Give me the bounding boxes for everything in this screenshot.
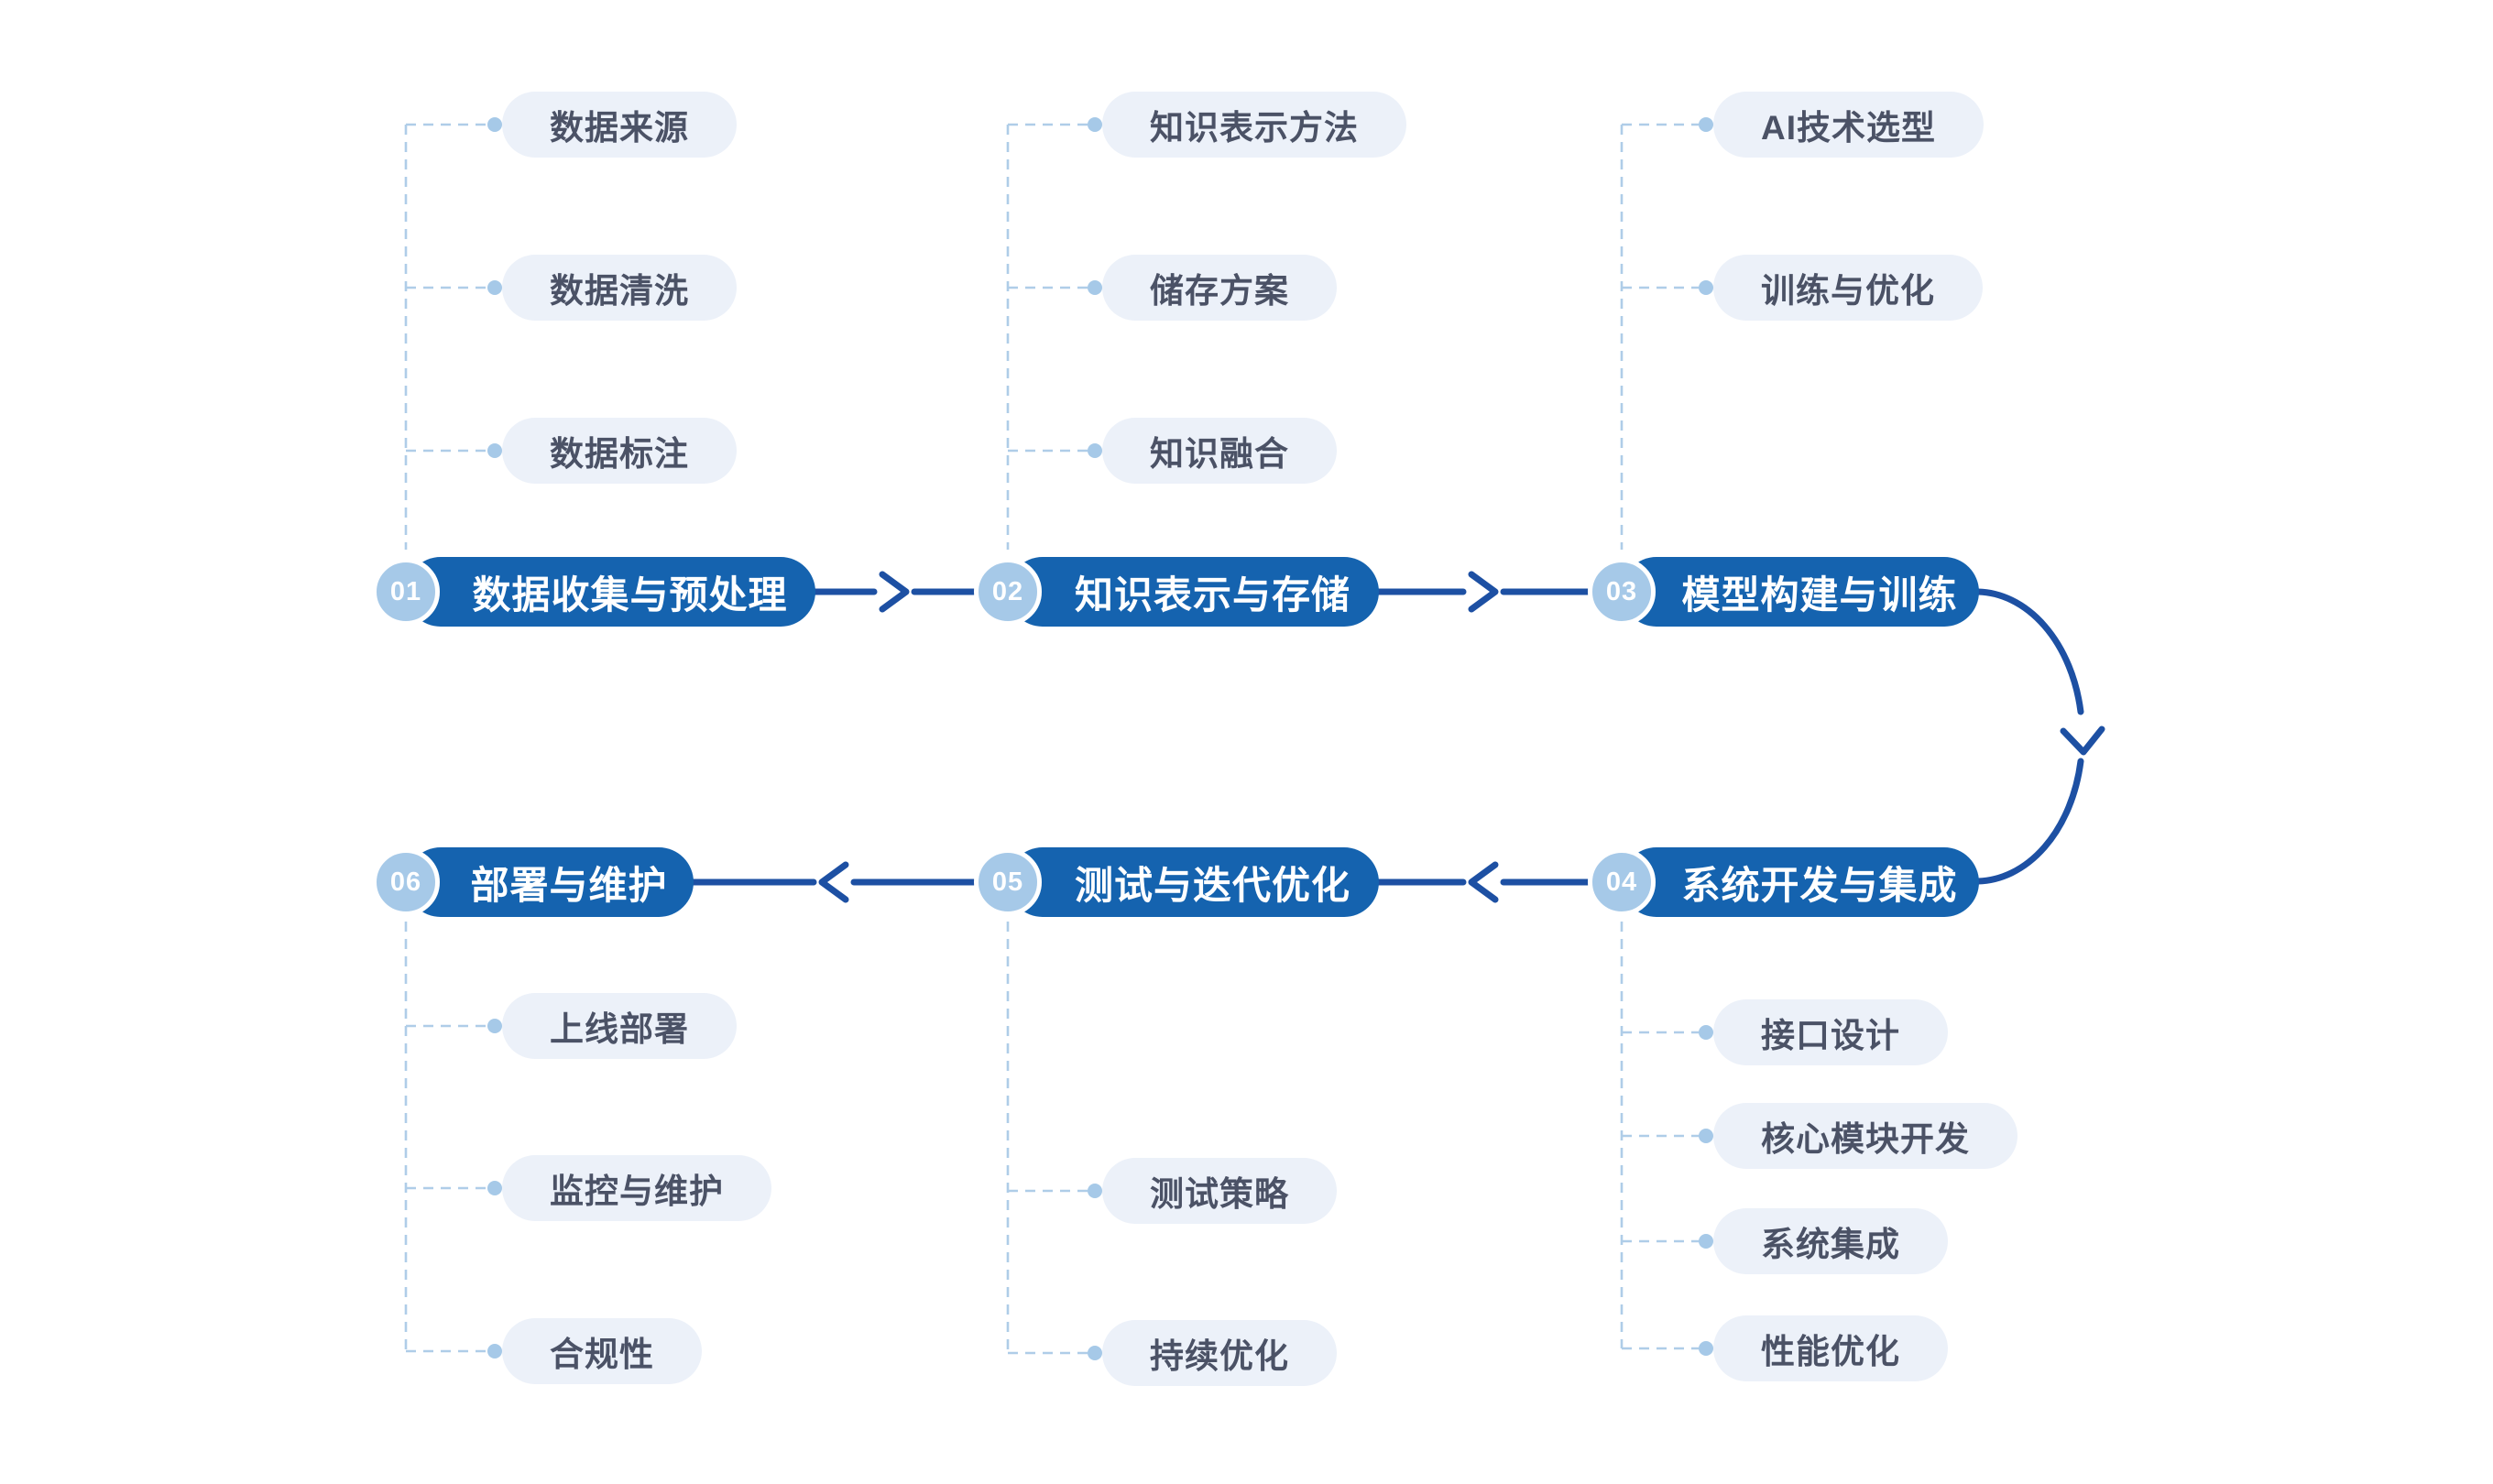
sub-node-label: 系统集成 (1761, 1226, 1900, 1263)
sub-node-label: 性能优化 (1761, 1333, 1900, 1370)
main-node-label: 知识表示与存储 (1074, 573, 1350, 617)
arrowhead-right (879, 571, 910, 613)
sub-node-label: 核心模块开发 (1761, 1120, 1970, 1158)
sub-node-knowledge-fusion[interactable]: 知识融合 (1102, 418, 1337, 484)
sub-node-storage-plan[interactable]: 储存方案 (1102, 255, 1337, 321)
sub-node-label: 数据清洗 (550, 272, 689, 310)
sub-node-continuous-optimization[interactable]: 持续优化 (1102, 1320, 1337, 1386)
curve-step3-to-step4 (1973, 588, 2105, 885)
main-node-step4[interactable]: 系统开发与集成 (1622, 847, 1979, 917)
sub-node-monitoring-maintenance[interactable]: 监控与维护 (502, 1155, 771, 1221)
sub-node-data-labeling[interactable]: 数据标注 (502, 418, 737, 484)
sub-node-label: 监控与维护 (550, 1173, 724, 1210)
arrow-step4-to-step5 (1375, 861, 1591, 903)
step-number: 03 (1605, 576, 1638, 606)
arrow-step2-to-step3 (1375, 571, 1591, 613)
step-number: 01 (389, 576, 422, 606)
sub-node-interface-design[interactable]: 接口设计 (1713, 999, 1948, 1065)
sub-node-compliance[interactable]: 合规性 (502, 1318, 702, 1384)
step-number: 04 (1605, 867, 1638, 897)
arrowhead-left (1468, 861, 1499, 903)
arrow-step1-to-step2 (812, 571, 978, 613)
sub-node-ai-tech-selection[interactable]: AI技术选型 (1713, 92, 1984, 158)
step-number-badge-03: 03 (1588, 558, 1656, 626)
sub-node-label: 持续优化 (1150, 1337, 1289, 1375)
step-number-badge-02: 02 (974, 558, 1042, 626)
arrowhead-left (818, 861, 849, 903)
sub-node-label: 储存方案 (1150, 272, 1289, 310)
sub-node-label: 训练与优化 (1761, 272, 1935, 310)
main-node-label: 数据收集与预处理 (472, 573, 788, 617)
sub-node-label: 知识表示方法 (1150, 109, 1359, 147)
sub-node-test-strategy[interactable]: 测试策略 (1102, 1158, 1337, 1224)
main-node-step3[interactable]: 模型构建与训练 (1622, 557, 1979, 627)
sub-node-data-cleaning[interactable]: 数据清洗 (502, 255, 737, 321)
sub-node-label: 数据来源 (550, 109, 689, 147)
arrowhead-right (1468, 571, 1499, 613)
main-node-step6[interactable]: 部署与维护 (406, 847, 694, 917)
step-number: 05 (991, 867, 1024, 897)
step-number-badge-06: 06 (372, 848, 440, 916)
step-number: 06 (389, 867, 422, 897)
main-node-label: 模型构建与训练 (1681, 573, 1958, 617)
step-number-badge-05: 05 (974, 848, 1042, 916)
sub-node-data-source[interactable]: 数据来源 (502, 92, 737, 158)
step-number-badge-04: 04 (1588, 848, 1656, 916)
sub-node-label: 合规性 (550, 1336, 654, 1373)
main-node-step1[interactable]: 数据收集与预处理 (406, 557, 815, 627)
dashed-branch-lines (404, 123, 1699, 1355)
step-number-badge-01: 01 (372, 558, 440, 626)
sub-node-performance-optimization[interactable]: 性能优化 (1713, 1315, 1948, 1381)
branch-dots (487, 117, 1713, 1360)
main-node-label: 系统开发与集成 (1681, 863, 1958, 907)
main-node-step5[interactable]: 测试与迭代优化 (1008, 847, 1379, 917)
sub-node-core-module-dev[interactable]: 核心模块开发 (1713, 1103, 2017, 1169)
step-number: 02 (991, 576, 1024, 606)
sub-node-label: 测试策略 (1150, 1175, 1289, 1213)
sub-node-label: AI技术选型 (1761, 109, 1936, 147)
arrow-step5-to-step6 (690, 861, 978, 903)
sub-node-label: 知识融合 (1150, 435, 1289, 473)
main-node-label: 测试与迭代优化 (1074, 863, 1350, 907)
main-node-label: 部署与维护 (470, 863, 668, 907)
sub-node-launch-deployment[interactable]: 上线部署 (502, 993, 737, 1059)
sub-node-system-integration[interactable]: 系统集成 (1713, 1208, 1948, 1274)
main-node-step2[interactable]: 知识表示与存储 (1008, 557, 1379, 627)
sub-node-knowledge-representation[interactable]: 知识表示方法 (1102, 92, 1406, 158)
sub-node-label: 上线部署 (550, 1010, 689, 1048)
arrowhead-down (2060, 726, 2105, 756)
sub-node-label: 接口设计 (1761, 1017, 1900, 1054)
sub-node-label: 数据标注 (550, 435, 689, 473)
sub-node-training-optimization[interactable]: 训练与优化 (1713, 255, 1983, 321)
